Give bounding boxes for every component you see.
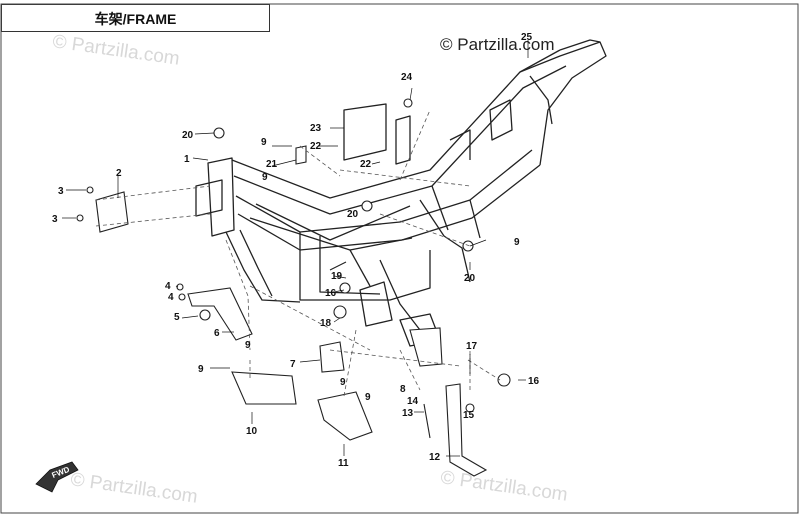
callout-9g: 9 xyxy=(365,392,371,403)
part-20-nut-c xyxy=(462,240,474,252)
part-13-spring xyxy=(423,403,431,439)
callout-20a: 20 xyxy=(182,130,194,141)
part-24-nut xyxy=(403,98,413,108)
forward-arrow-badge: FWD xyxy=(35,461,79,493)
part-20-nut xyxy=(213,127,225,139)
callout-7: 7 xyxy=(290,359,296,370)
page-border xyxy=(0,3,799,514)
callout-labels: 1 2 3 3 4 4 5 6 7 8 9 9 9 9 9 9 9 10 11 … xyxy=(52,32,540,469)
diagram-title: 车架/FRAME xyxy=(94,11,177,27)
part-10-bracket xyxy=(231,371,297,405)
part-16-bushing xyxy=(339,282,351,294)
callout-3b: 3 xyxy=(52,214,58,225)
part-18-bushing xyxy=(333,305,347,319)
callout-11: 11 xyxy=(338,458,349,469)
callout-20c: 20 xyxy=(464,273,476,284)
number-leaders xyxy=(62,40,529,457)
part-21-clip xyxy=(295,145,307,165)
callout-10: 10 xyxy=(246,426,258,437)
callout-22a: 22 xyxy=(310,141,322,152)
leader-lines xyxy=(95,109,501,397)
callout-19: 19 xyxy=(331,271,343,282)
callout-21: 21 xyxy=(266,159,278,170)
part-2-cover xyxy=(95,191,129,233)
callout-2: 2 xyxy=(116,168,122,179)
callout-20b: 20 xyxy=(347,209,359,220)
callout-9c: 9 xyxy=(514,237,520,248)
part-15-bolt xyxy=(465,403,475,413)
callout-1: 1 xyxy=(184,154,190,165)
part-4-bolt-a xyxy=(176,283,184,291)
callout-18: 18 xyxy=(320,318,332,329)
callout-3a: 3 xyxy=(58,186,64,197)
part-16-stopper xyxy=(497,373,511,387)
callout-14: 14 xyxy=(407,396,419,407)
callout-16b: 16 xyxy=(325,288,337,299)
callout-12: 12 xyxy=(429,452,441,463)
part-3-bolt-a xyxy=(86,186,94,194)
part-7-bushing xyxy=(319,341,345,373)
part-12-sidestand xyxy=(445,383,488,477)
callout-17: 17 xyxy=(466,341,478,352)
callout-9e: 9 xyxy=(198,364,204,375)
callout-5: 5 xyxy=(174,312,180,323)
callout-4a: 4 xyxy=(165,281,171,292)
main-frame xyxy=(195,39,607,347)
part-19-bolt xyxy=(329,261,347,271)
callout-9d: 9 xyxy=(245,340,251,351)
part-5-nut xyxy=(199,309,211,321)
part-4-bolt-b xyxy=(178,293,186,301)
callout-4b: 4 xyxy=(168,292,174,303)
callout-9f: 9 xyxy=(340,377,346,388)
callout-15: 15 xyxy=(463,410,475,421)
watermark-main: © Partzilla.com xyxy=(440,35,555,54)
callout-6: 6 xyxy=(214,328,220,339)
part-3-bolt-b xyxy=(76,214,84,222)
small-parts xyxy=(76,98,511,477)
callout-22b: 22 xyxy=(360,159,372,170)
callout-25: 25 xyxy=(521,32,533,43)
part-6-bracket xyxy=(187,287,253,341)
diagram-title-box: 车架/FRAME xyxy=(1,4,270,32)
part-11-bracket xyxy=(317,391,373,441)
callout-24: 24 xyxy=(401,72,413,83)
part-20-nut-b xyxy=(361,200,373,212)
callout-8: 8 xyxy=(400,384,406,395)
callout-16a: 16 xyxy=(528,376,540,387)
callout-9b: 9 xyxy=(262,172,268,183)
callout-23: 23 xyxy=(310,123,322,134)
callout-9a: 9 xyxy=(261,137,267,148)
callout-13: 13 xyxy=(402,408,414,419)
